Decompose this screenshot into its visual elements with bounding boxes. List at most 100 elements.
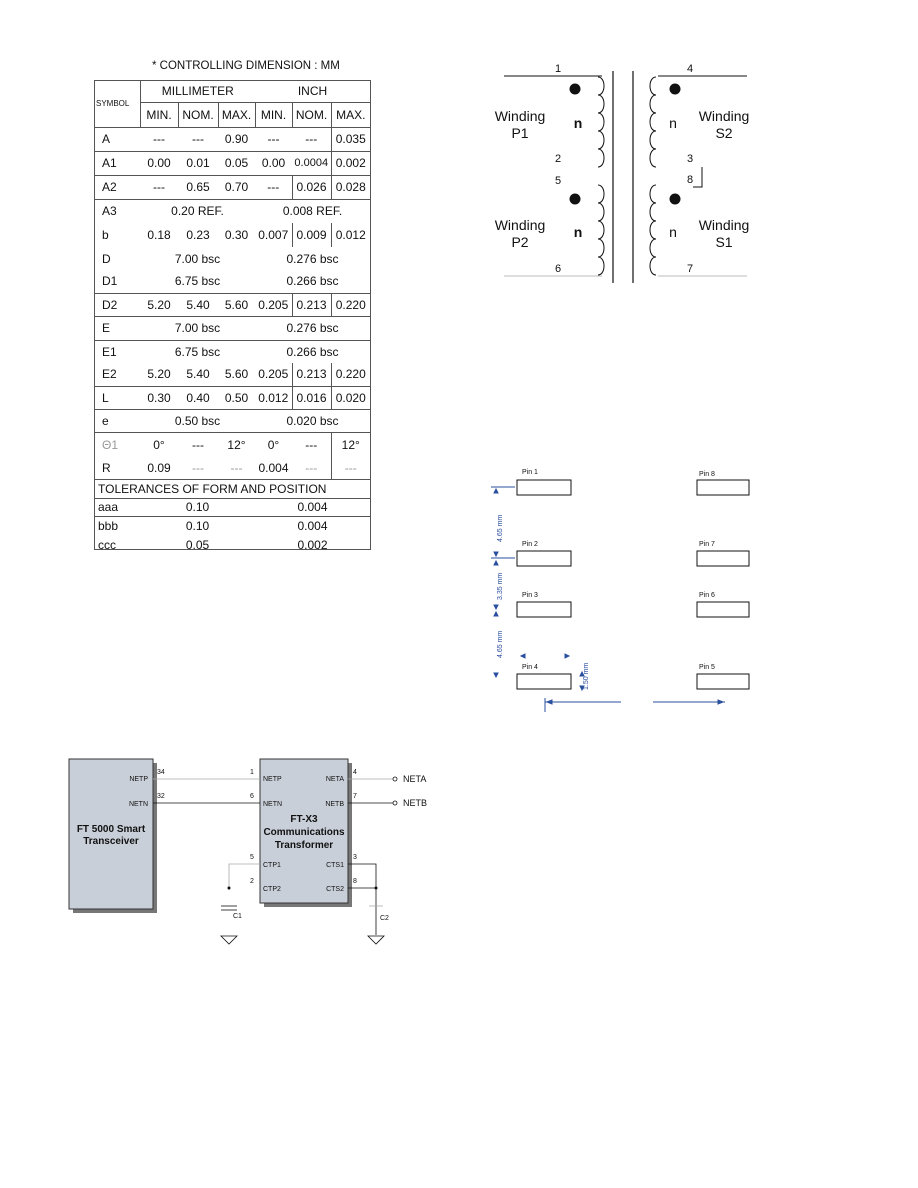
winding-label: S2 — [715, 125, 732, 141]
row-symbol: Θ1 — [94, 431, 140, 457]
pad-pin-6 — [696, 601, 750, 618]
table-row: A3 0.20 REF. 0.008 REF. — [94, 198, 370, 223]
polarity-dot — [669, 83, 681, 95]
pin-number: 3 — [353, 854, 357, 861]
cell: 0.01 — [178, 150, 218, 175]
cell: 12° — [330, 431, 370, 457]
table-row: ccc 0.05 0.002 — [94, 535, 370, 554]
pad-label: Pin 8 — [699, 471, 715, 478]
winding-label: Winding — [495, 108, 546, 124]
cell: 5.40 — [178, 292, 218, 316]
turns-label: n — [574, 224, 583, 240]
table-row: b 0.18 0.23 0.30 0.007 0.009 0.012 — [94, 223, 370, 247]
table-row: D1 6.75 bsc 0.266 bsc — [94, 270, 370, 293]
cell: --- — [330, 457, 370, 479]
pad-label: Pin 7 — [699, 541, 715, 548]
polarity-dot — [669, 193, 681, 205]
pin-number: 1 — [250, 769, 254, 776]
cell: 0.002 — [330, 150, 370, 175]
cell: 0.0004 — [292, 150, 331, 175]
pad-pin-1 — [516, 479, 572, 496]
row-symbol: E — [94, 315, 140, 340]
pad-pin-2 — [516, 550, 572, 567]
pin-name: CTP2 — [263, 886, 281, 893]
cell: 0.220 — [330, 292, 370, 316]
application-schematic: NETP NETN 34 32 FT 5000 Smart Transceive… — [68, 758, 427, 945]
pin-number: 6 — [250, 793, 254, 800]
cell: 0.205 — [255, 292, 292, 316]
turns-label: n — [669, 115, 677, 131]
cell: 0.012 — [330, 223, 370, 247]
subcol: NOM. — [291, 101, 331, 127]
row-symbol: E2 — [102, 367, 117, 382]
cell: 5.60 — [224, 367, 249, 382]
pin-8-lead — [693, 167, 703, 188]
row-symbol: L — [94, 385, 140, 409]
cell: --- — [230, 460, 243, 475]
table-row: E 7.00 bsc 0.276 bsc — [94, 315, 370, 340]
winding-label: Winding — [699, 217, 750, 233]
pin-name: NETP — [129, 776, 148, 783]
cell: 0.30 — [224, 228, 249, 242]
cell: 0.213 — [291, 292, 331, 316]
winding-label: S1 — [715, 234, 732, 250]
cell: 0.70 — [218, 174, 255, 199]
cell: 0.23 — [186, 228, 210, 242]
cell: 0.008 REF. — [255, 198, 370, 223]
row-symbol: A3 — [94, 198, 140, 223]
cap-label: C1 — [233, 913, 242, 920]
pin-number: 1 — [555, 63, 561, 75]
table-row: TOLERANCES OF FORM AND POSITION — [94, 478, 370, 498]
row-symbol: aaa — [94, 497, 140, 516]
dimension-table-title: * CONTROLLING DIMENSION : MM — [152, 60, 340, 72]
cell: 0.028 — [330, 174, 370, 199]
header-inch: INCH — [297, 83, 328, 98]
cell: 0.002 — [297, 537, 328, 552]
cell: 0.035 — [330, 126, 370, 151]
cell: 0.220 — [330, 363, 370, 386]
cell: 0.276 bsc — [255, 315, 370, 340]
net-label: NETB — [403, 798, 427, 808]
cell: 0.65 — [178, 174, 218, 199]
winding-label: Winding — [495, 217, 546, 233]
dimension-label: 4.65 mm — [497, 631, 504, 658]
table-row: E1 6.75 bsc 0.266 bsc — [94, 339, 370, 363]
cell: --- — [292, 431, 331, 457]
row-symbol: R — [102, 460, 111, 475]
row-symbol: ccc — [98, 537, 116, 552]
cell: 0.10 — [140, 497, 255, 516]
table-row: D 7.00 bsc 0.276 bsc — [94, 247, 370, 270]
cell: 0.020 — [330, 385, 370, 409]
cell: 0° — [140, 431, 178, 457]
cell: 0.00 — [255, 150, 292, 175]
pad-label: Pin 2 — [522, 541, 538, 548]
transformer-name: Communications — [263, 827, 345, 838]
row-symbol: E1 — [94, 339, 140, 363]
table-row: A --- --- 0.90 --- --- 0.035 — [94, 126, 370, 151]
pin-name: NETB — [325, 801, 344, 808]
subcol: MIN. — [254, 101, 292, 127]
pad-label: Pin 3 — [522, 592, 538, 599]
cell: 0.10 — [140, 515, 255, 535]
row-symbol: b — [102, 228, 109, 242]
dimension-markers — [491, 486, 725, 712]
row-symbol: bbb — [94, 515, 140, 535]
cell: --- — [140, 174, 178, 199]
cap-label: C2 — [380, 915, 389, 922]
pin-number: 4 — [687, 63, 693, 75]
pad-label: Pin 5 — [699, 664, 715, 671]
polarity-dot — [569, 83, 581, 95]
table-row: bbb 0.10 0.004 — [94, 515, 370, 535]
cell: 0.00 — [140, 150, 178, 175]
coil-s2 — [649, 76, 657, 168]
cell: 6.75 bsc — [140, 339, 255, 363]
cell: 5.20 — [147, 367, 171, 382]
pin-name: NETN — [263, 801, 282, 808]
cell: 7.00 bsc — [140, 315, 255, 340]
tolerances-title: TOLERANCES OF FORM AND POSITION — [94, 478, 370, 498]
transceiver-name: Transceiver — [83, 836, 139, 847]
cell: 0.05 — [218, 150, 255, 175]
transceiver-box — [68, 758, 154, 910]
pin-number: 34 — [157, 769, 165, 776]
